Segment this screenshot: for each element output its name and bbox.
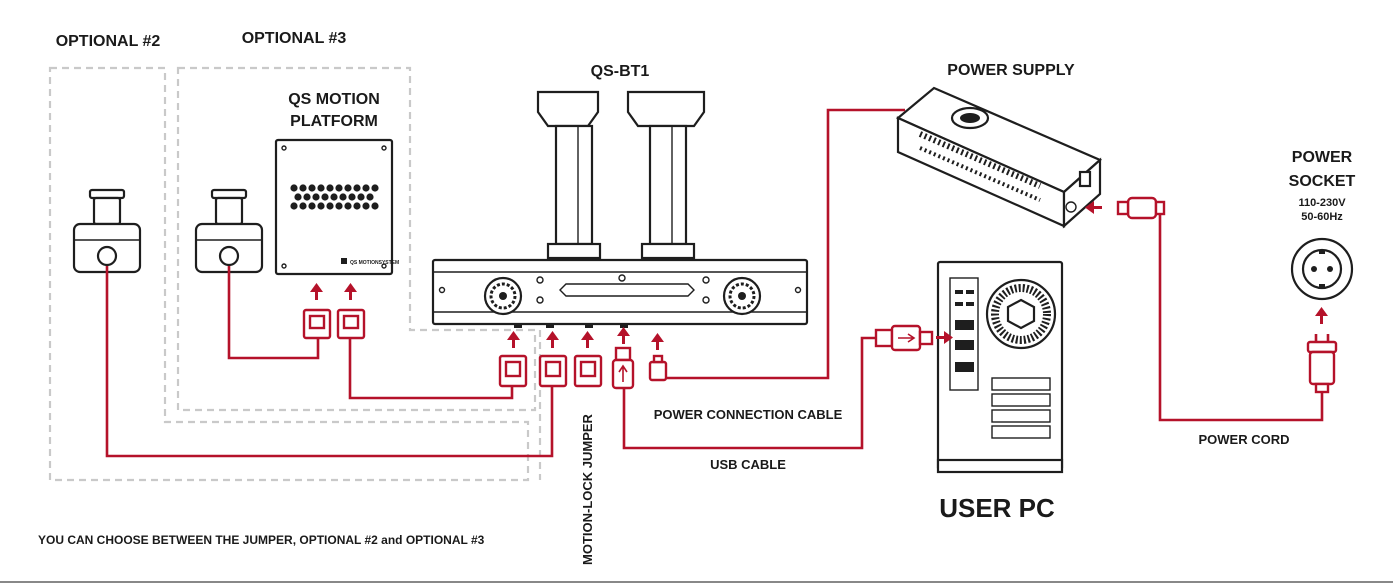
optional2-cable (105, 266, 554, 458)
socket-label-line1: POWER (1292, 149, 1353, 166)
arrow-up-icon (581, 331, 594, 348)
platform-vent-holes (290, 184, 379, 210)
fan-icon (722, 276, 762, 316)
arrow-up-icon (651, 333, 664, 350)
arrow-up-icon (617, 327, 630, 344)
arrow-up-icon (344, 283, 357, 300)
arrow-up-icon (1315, 307, 1328, 324)
bt1-label: QS-BT1 (591, 63, 650, 80)
arrow-up-icon (507, 331, 520, 348)
bt1-ports (514, 324, 628, 328)
platform-brand-text: QS MOTIONSYSTEM (350, 260, 399, 266)
optional3-estop-cable (227, 266, 320, 360)
user-pc-tower (936, 260, 1064, 474)
choice-note: YOU CAN CHOOSE BETWEEN THE JUMPER, OPTIO… (38, 533, 485, 547)
voltage-label: 110-230V (1298, 197, 1346, 209)
arrow-left-icon (1085, 201, 1102, 214)
usb-icon (611, 346, 635, 390)
optional3-region (176, 66, 537, 412)
jumper-plugs (498, 354, 603, 388)
emergency-stop-icon (72, 188, 142, 274)
arrow-right-icon (936, 331, 953, 344)
optional3-platform-cable (348, 338, 514, 400)
socket-label-line2: SOCKET (1289, 173, 1356, 190)
platform-connector-plugs (302, 308, 366, 340)
cables (105, 108, 1324, 458)
platform-label-line2: PLATFORM (290, 113, 378, 130)
power-socket (1290, 237, 1354, 301)
user-pc-label: USER PC (939, 493, 1055, 523)
optional2-region (48, 66, 530, 482)
power-connection-cable-label: POWER CONNECTION CABLE (654, 407, 843, 422)
usb-icon (874, 324, 934, 352)
power-plug-icon (1306, 334, 1338, 394)
qs-bt1-unit (431, 90, 809, 326)
optional2-label: OPTIONAL #2 (56, 33, 161, 50)
fan-icon (950, 106, 990, 130)
frequency-label: 50-60Hz (1301, 211, 1343, 223)
power-connection-plug (648, 354, 668, 382)
power-supply-unit (895, 86, 1103, 229)
fan-icon (483, 276, 523, 316)
platform-label-line1: QS MOTION (288, 91, 380, 108)
arrow-up-icon (546, 331, 559, 348)
usb-cable (622, 336, 876, 450)
power-supply-label: POWER SUPPLY (947, 62, 1075, 79)
qs-motion-platform: QS MOTIONSYSTEM (274, 138, 399, 276)
power-cord (1158, 208, 1324, 422)
power-plug-icon (1116, 196, 1166, 220)
usb-cable-label: USB CABLE (710, 457, 786, 472)
optional3-label: OPTIONAL #3 (242, 30, 347, 47)
connection-arrows (310, 201, 1328, 350)
motion-lock-jumper-label: MOTION-LOCK JUMPER (580, 413, 595, 565)
power-cord-label: POWER CORD (1199, 432, 1290, 447)
power-connection-cable (659, 108, 905, 380)
emergency-stop-icon (194, 188, 264, 274)
arrow-up-icon (310, 283, 323, 300)
